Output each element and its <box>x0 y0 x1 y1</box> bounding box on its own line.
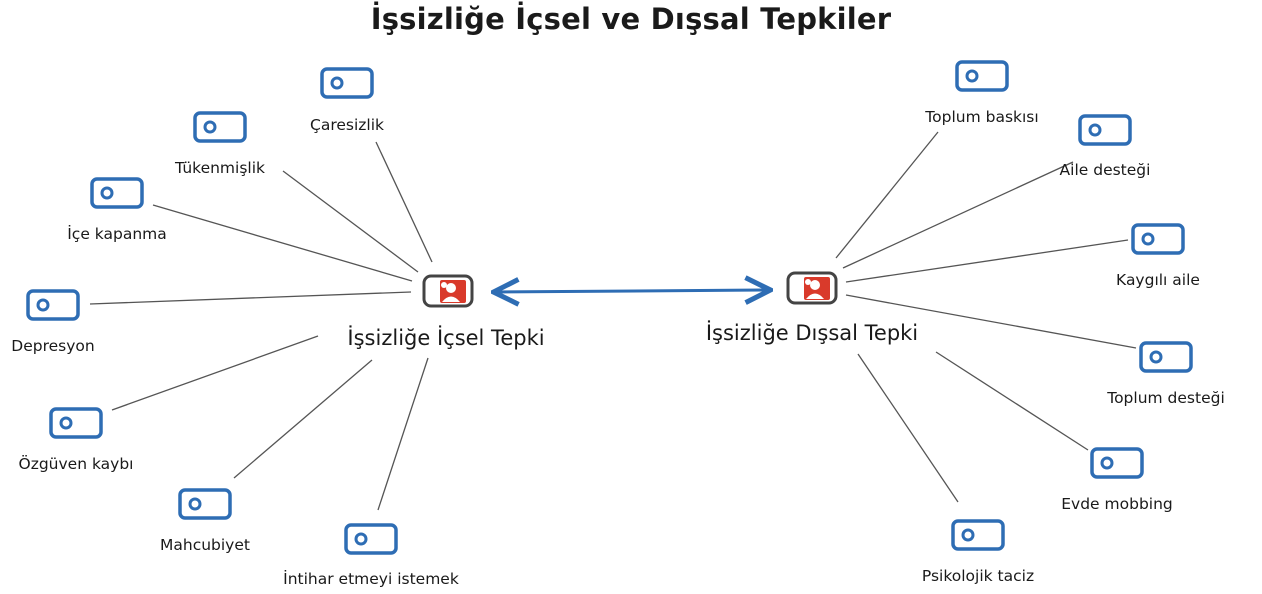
external-node-label: Toplum baskısı <box>924 108 1038 126</box>
node-icon <box>49 407 103 439</box>
external-node-label: Aile desteği <box>1060 161 1151 179</box>
node-icon <box>1078 114 1132 146</box>
external-connector-line <box>845 239 1129 283</box>
external-node-label: Evde mobbing <box>1061 495 1173 513</box>
bidirectional-arrow <box>496 290 768 292</box>
internal-node-label: İçe kapanma <box>67 224 167 243</box>
diagram-title: İşsizliğe İçsel ve Dışsal Tepkiler <box>370 2 892 36</box>
internal-hub-label: İşsizliğe İçsel Tepki <box>347 325 544 350</box>
external-connector-line <box>935 351 1089 451</box>
external-connector-line <box>845 294 1137 349</box>
node-icon <box>1139 341 1193 373</box>
external-connector-line <box>835 131 939 259</box>
internal-node-label: İntihar etmeyi istemek <box>283 569 459 588</box>
person-group-icon <box>786 271 838 305</box>
internal-connector-line <box>377 357 429 511</box>
node-icon <box>320 67 374 99</box>
node-icon <box>90 177 144 209</box>
external-node-label: Toplum desteği <box>1106 389 1225 407</box>
internal-connector-line <box>282 170 419 273</box>
internal-node-label: Çaresizlik <box>310 116 384 134</box>
internal-connector-line <box>111 335 319 411</box>
external-connector-line <box>842 161 1074 269</box>
person-group-icon <box>422 274 474 308</box>
internal-connector-line <box>152 204 413 282</box>
node-icon <box>26 289 80 321</box>
internal-node-label: Depresyon <box>11 337 94 355</box>
node-icon <box>344 523 398 555</box>
node-icon <box>193 111 247 143</box>
external-node-label: Psikolojik taciz <box>922 567 1034 585</box>
external-hub-label: İşsizliğe Dışsal Tepki <box>706 320 918 345</box>
external-connector-line <box>857 353 959 503</box>
node-icon <box>1090 447 1144 479</box>
internal-connector-line <box>375 141 433 263</box>
node-icon <box>955 60 1009 92</box>
external-node-label: Kaygılı aile <box>1116 271 1200 289</box>
node-icon <box>178 488 232 520</box>
internal-node-label: Mahcubiyet <box>160 536 250 554</box>
internal-node-label: Özgüven kaybı <box>19 454 134 473</box>
internal-node-label: Tükenmişlik <box>174 159 265 177</box>
node-icon <box>1131 223 1185 255</box>
internal-connector-line <box>233 359 373 479</box>
internal-connector-line <box>89 291 412 305</box>
node-icon <box>951 519 1005 551</box>
